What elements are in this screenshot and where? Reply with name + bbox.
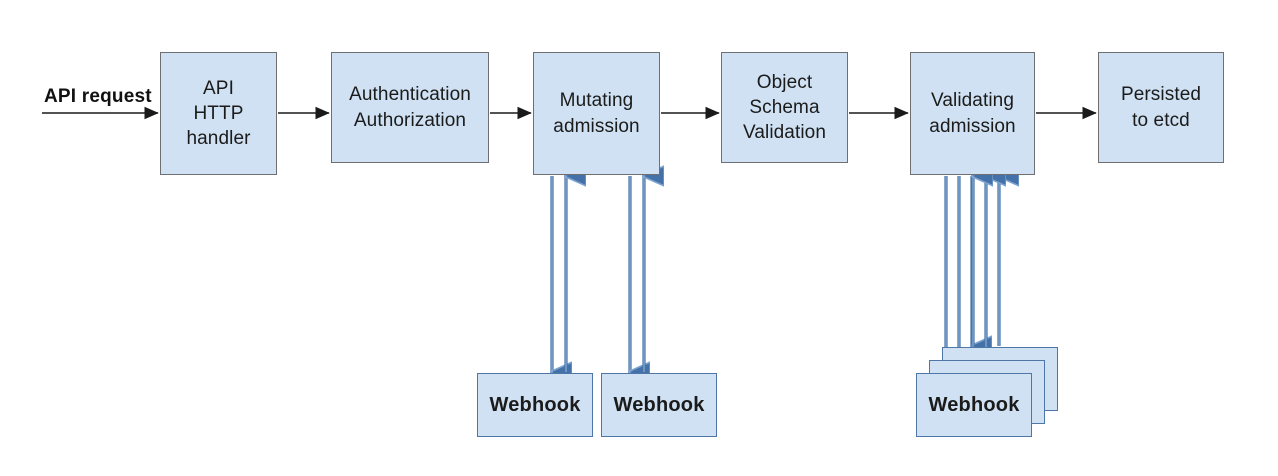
node-mutating-admission: Mutating admission [533, 52, 660, 175]
node-mutating-webhook-2: Webhook [601, 373, 717, 437]
node-object-schema: Object Schema Validation [721, 52, 848, 163]
node-authn-authz: Authentication Authorization [331, 52, 489, 163]
node-mutating-webhook-1: Webhook [477, 373, 593, 437]
node-persisted-etcd: Persisted to etcd [1098, 52, 1224, 163]
api-request-label: API request [44, 86, 152, 107]
node-api-http-handler: API HTTP handler [160, 52, 277, 175]
node-validating-webhook-1: Webhook [916, 373, 1032, 437]
node-validating-admission: Validating admission [910, 52, 1035, 175]
